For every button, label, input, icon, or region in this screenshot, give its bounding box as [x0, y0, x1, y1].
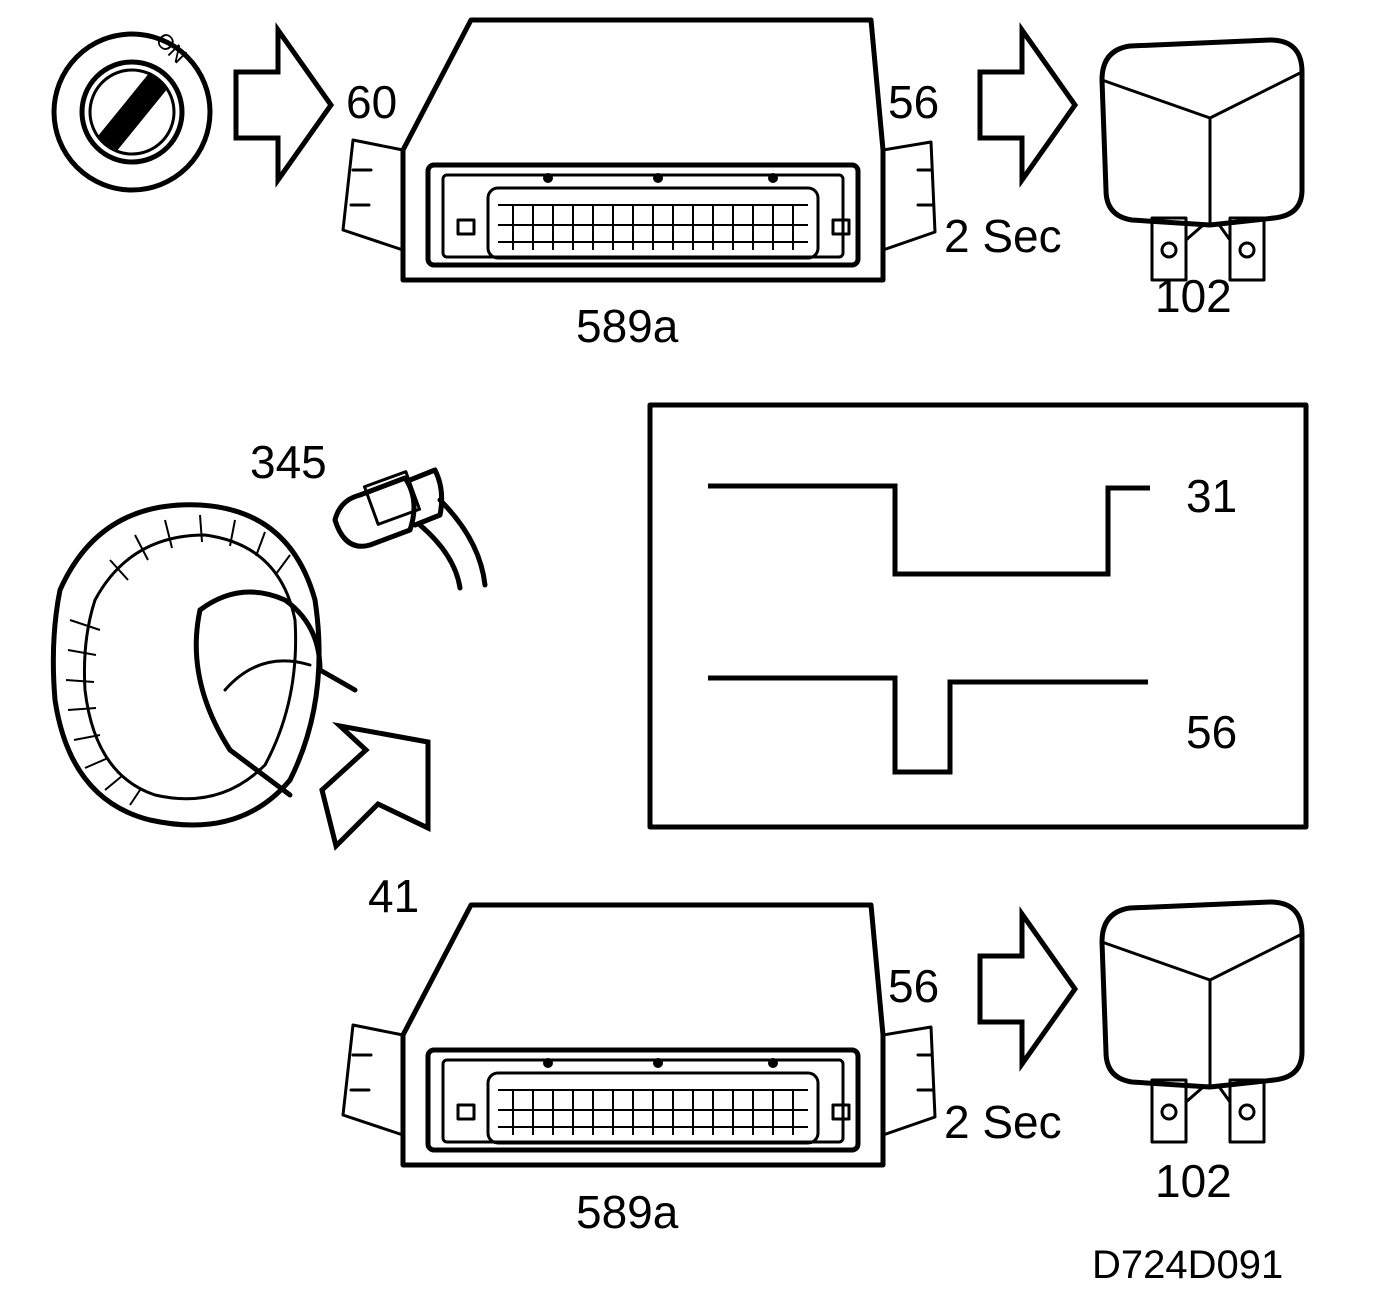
ecu-bottom-label: 589a — [576, 1186, 679, 1238]
relay-bottom-label: 102 — [1155, 1155, 1232, 1207]
ecu-top-label: 589a — [576, 300, 679, 352]
relay-top-label: 102 — [1155, 270, 1232, 322]
ecu-bottom-time-label: 2 Sec — [944, 1096, 1062, 1148]
sensor-arrow-icon — [319, 722, 431, 851]
ignition-arrow-icon — [236, 30, 331, 180]
sensor-signal-label: 41 — [368, 870, 419, 922]
ecu-bottom-output-label: 56 — [888, 960, 939, 1012]
ignition-on-label: ON — [151, 27, 192, 68]
crank-sensor-icon — [50, 467, 488, 828]
relay-top-arrow-icon — [980, 30, 1075, 180]
relay-bottom-icon — [1102, 902, 1302, 1142]
ignition-switch-icon: ON — [51, 27, 213, 193]
ecu-top-icon — [343, 20, 935, 280]
waveform-upper-label: 31 — [1186, 470, 1237, 522]
ecu-top-time-label: 2 Sec — [944, 210, 1062, 262]
ecu-top-output-label: 56 — [888, 76, 939, 128]
relay-top-icon — [1102, 40, 1302, 280]
relay-bottom-arrow-icon — [980, 914, 1075, 1064]
waveform-panel: 31 56 — [647, 402, 1309, 830]
sensor-label: 345 — [250, 436, 327, 488]
ignition-signal-label: 60 — [346, 76, 397, 128]
figure-code-label: D724D091 — [1092, 1243, 1283, 1287]
ecu-bottom-icon — [343, 905, 935, 1165]
waveform-lower-label: 56 — [1186, 706, 1237, 758]
